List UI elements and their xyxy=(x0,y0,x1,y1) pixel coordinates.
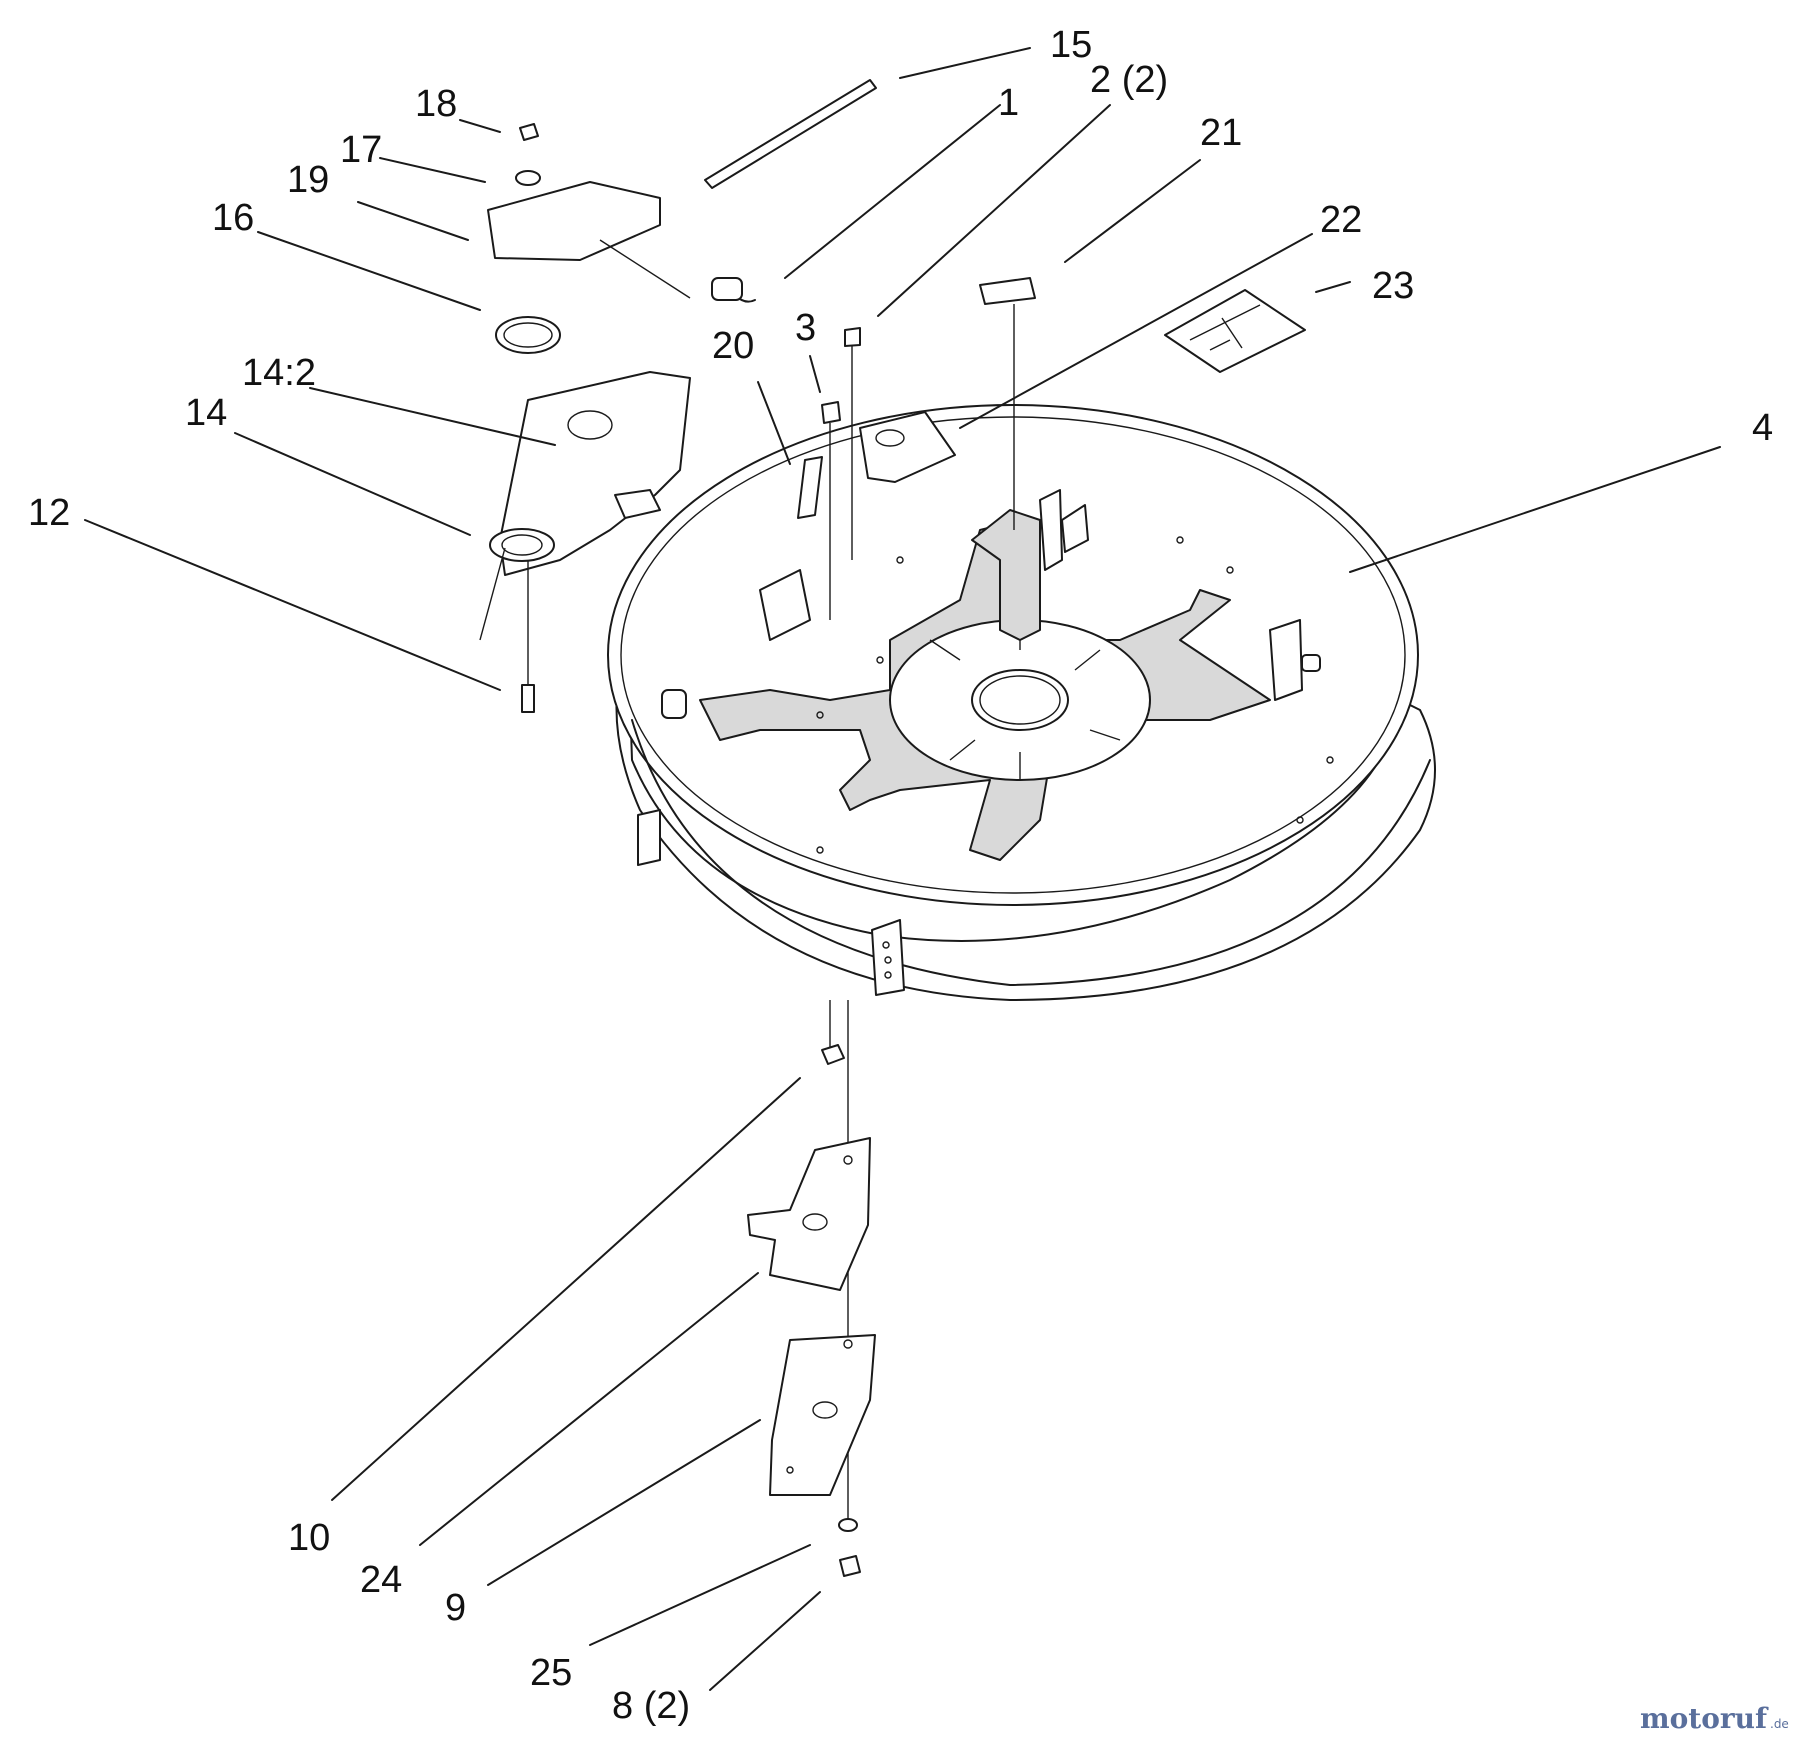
callout-4: 4 xyxy=(1752,407,1773,449)
callout-17: 17 xyxy=(340,129,382,171)
callout-8: 8 (2) xyxy=(612,1685,690,1727)
lower-blade-parts xyxy=(747,1000,876,1577)
deck-housing xyxy=(607,404,1436,1001)
callout-10: 10 xyxy=(288,1517,330,1559)
callout-20: 20 xyxy=(712,325,754,367)
callout-24: 24 xyxy=(360,1559,402,1601)
callout-25: 25 xyxy=(530,1652,572,1694)
deck-holes xyxy=(816,536,1334,854)
callout-12: 12 xyxy=(28,492,70,534)
callout-14-2: 14:2 xyxy=(242,352,316,394)
watermark-suffix: .de xyxy=(1770,1717,1789,1731)
callout-9: 9 xyxy=(445,1587,466,1629)
small-parts xyxy=(797,277,1306,620)
callout-16: 16 xyxy=(212,197,254,239)
callout-3: 3 xyxy=(795,307,816,349)
callout-18: 18 xyxy=(415,83,457,125)
watermark-logo: motoruf .de xyxy=(1640,1702,1789,1735)
watermark-brand: motoruf xyxy=(1640,1702,1769,1735)
callout-1: 1 xyxy=(998,82,1019,124)
callout-19: 19 xyxy=(287,159,329,201)
idler-assembly xyxy=(479,79,877,713)
callout-14: 14 xyxy=(185,392,227,434)
callout-23: 23 xyxy=(1372,265,1414,307)
leader-lines xyxy=(84,47,1721,1691)
callout-2: 2 (2) xyxy=(1090,59,1168,101)
callout-15: 15 xyxy=(1050,24,1092,66)
callout-21: 21 xyxy=(1200,112,1242,154)
callout-22: 22 xyxy=(1320,199,1362,241)
callout-labels: 15 2 (2) 1 18 17 19 16 21 22 23 3 20 14:… xyxy=(28,24,1773,1727)
